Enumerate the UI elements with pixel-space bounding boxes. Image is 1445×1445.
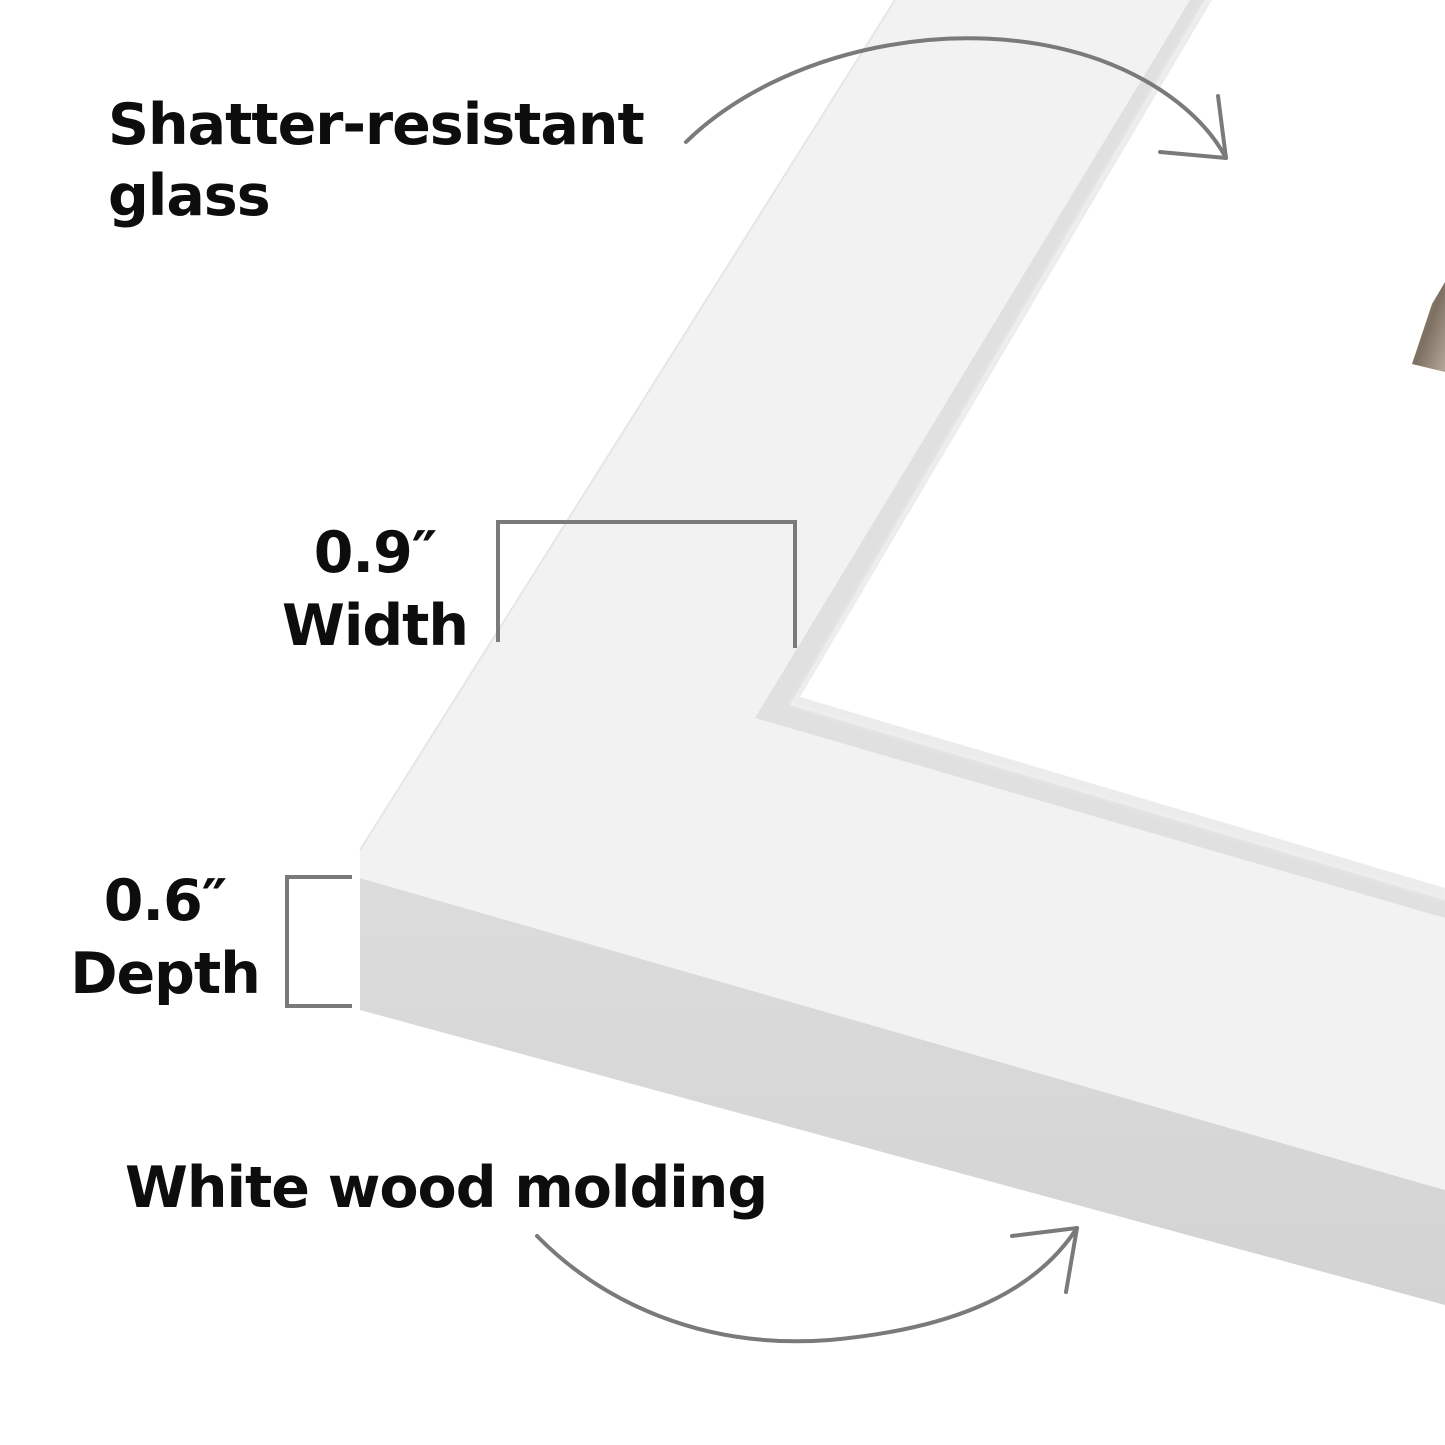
frame-side-depth [360,878,1445,1305]
width-bracket [496,520,797,648]
width-label: 0.9″ Width [280,525,470,655]
photo-peek [1412,282,1445,372]
depth-value: 0.6″ [103,868,227,934]
glass-label: Shatter-resistant glass [108,92,645,229]
molding-label: White wood molding [125,1155,768,1221]
curved-arrow-right-up-icon [535,1226,1079,1344]
curved-arrow-right-down-icon [684,36,1228,160]
depth-bracket [285,875,352,1008]
depth-label: 0.6″ Depth [68,873,262,1003]
glass-label-line1: Shatter-resistant [108,92,645,158]
molding-text: White wood molding [125,1155,768,1221]
depth-name: Depth [70,941,261,1007]
glass-pane [800,0,1445,888]
frame-outer-edge [359,0,896,851]
width-name: Width [281,593,469,659]
width-value: 0.9″ [313,520,437,586]
glass-label-line2: glass [108,163,271,229]
